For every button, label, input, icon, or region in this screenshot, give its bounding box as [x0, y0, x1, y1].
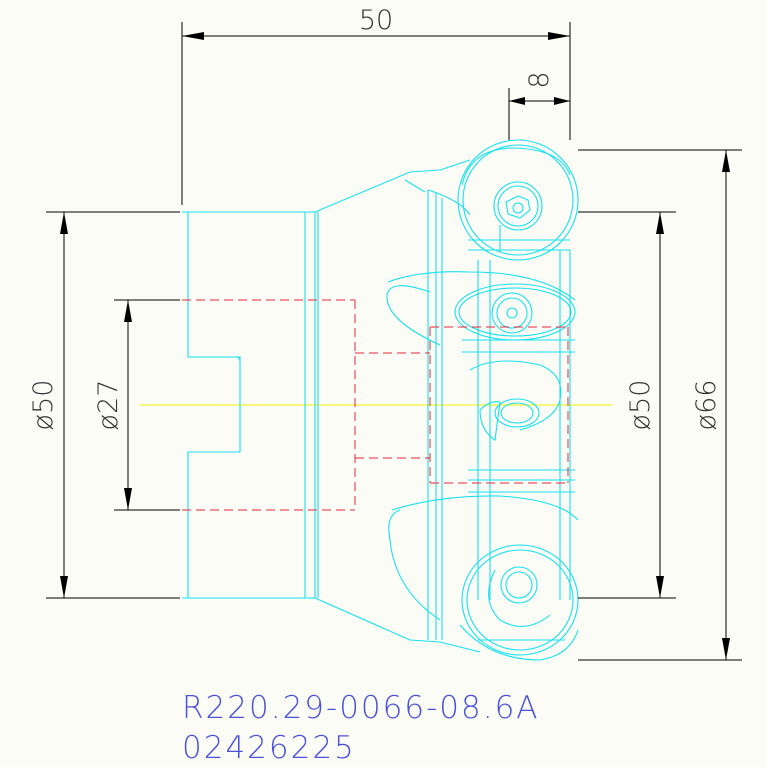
- dim-overall-length: 50: [181, 5, 571, 205]
- hidden-bore-lines: [182, 299, 569, 511]
- dim-27-label: ø27: [93, 380, 124, 431]
- top-insert: [457, 139, 579, 261]
- dim-bore-diameter: ø27: [93, 299, 180, 511]
- item-number: 02426225: [182, 730, 356, 766]
- shank-outline: [182, 211, 319, 599]
- middle-screw: [468, 360, 575, 493]
- dim-right-diameter: ø50: [578, 211, 676, 599]
- dim-insert-offset: 8: [508, 71, 570, 140]
- dim-right-50-label: ø50: [625, 380, 656, 431]
- dim-50-top-label: 50: [359, 5, 393, 36]
- dim-cutting-diameter: ø66: [578, 149, 742, 661]
- upper-insert: [386, 250, 576, 600]
- dim-8-label: 8: [524, 71, 555, 88]
- dim-left-diameter: ø50: [28, 211, 180, 599]
- dim-66-label: ø66: [691, 380, 722, 431]
- body-outline: [314, 159, 481, 653]
- part-code: R220.29-0066-08.6A: [182, 690, 540, 726]
- lower-insert: [388, 495, 579, 661]
- dim-left-50-label: ø50: [28, 380, 59, 431]
